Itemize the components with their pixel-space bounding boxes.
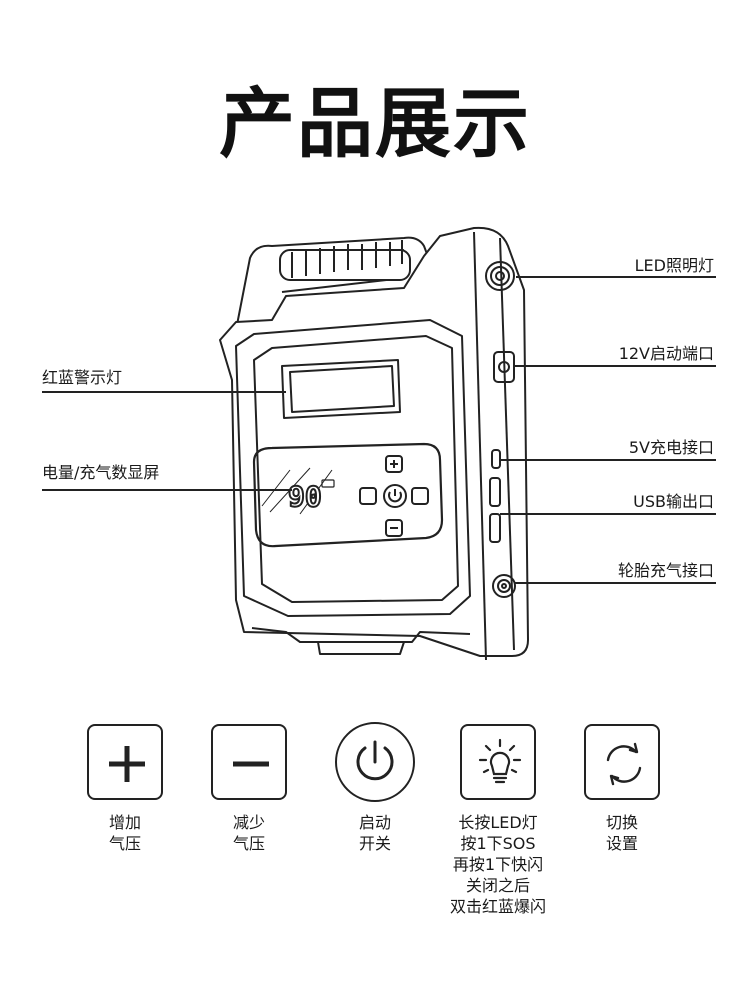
- callout-5v-port: 5V充电接口: [628, 438, 714, 457]
- function-label-plus: 增加 气压: [85, 812, 165, 854]
- label-line: 关闭之后: [465, 876, 530, 895]
- label-line: 长按LED灯: [458, 813, 538, 832]
- callout-line-display: [42, 489, 292, 491]
- power-icon: [335, 722, 415, 802]
- page-title: 产品展示: [219, 79, 531, 168]
- callout-line-redblue: [42, 391, 286, 393]
- callout-12v-port: 12V启动端口: [618, 344, 714, 363]
- label-line: 气压: [108, 834, 141, 853]
- label-line: 开关: [358, 834, 391, 853]
- label-line: 气压: [232, 834, 265, 853]
- label-line: 再按1下快闪: [452, 855, 544, 874]
- callout-led-light: LED照明灯: [634, 256, 714, 275]
- function-label-power: 启动 开关: [335, 812, 415, 854]
- refresh-icon: [584, 724, 660, 800]
- label-line: 启动: [358, 813, 391, 832]
- callout-red-blue-light: 红蓝警示灯: [42, 368, 123, 387]
- plus-icon: [87, 724, 163, 800]
- label-line: 双击红蓝爆闪: [449, 897, 546, 916]
- label-line: 切换: [605, 813, 638, 832]
- callout-line-5v: [500, 459, 716, 461]
- label-line: 按1下SOS: [460, 834, 536, 853]
- function-label-minus: 减少 气压: [209, 812, 289, 854]
- label-line: 设置: [605, 834, 638, 853]
- label-line: 减少: [232, 813, 265, 832]
- callout-line-12v: [514, 365, 716, 367]
- callout-tire-port: 轮胎充气接口: [617, 561, 714, 580]
- callout-line-tire: [515, 582, 716, 584]
- lightbulb-icon: [460, 724, 536, 800]
- function-label-switch: 切换 设置: [582, 812, 662, 854]
- display-reading: 90: [288, 480, 322, 513]
- callout-line-usb: [500, 513, 716, 515]
- callout-display: 电量/充气数显屏: [42, 463, 160, 482]
- minus-icon: [211, 724, 287, 800]
- callout-usb-out: USB输出口: [633, 492, 714, 511]
- function-label-light: 长按LED灯 按1下SOS 再按1下快闪 关闭之后 双击红蓝爆闪: [428, 812, 568, 917]
- callout-line-led: [516, 276, 716, 278]
- label-line: 增加: [108, 813, 141, 832]
